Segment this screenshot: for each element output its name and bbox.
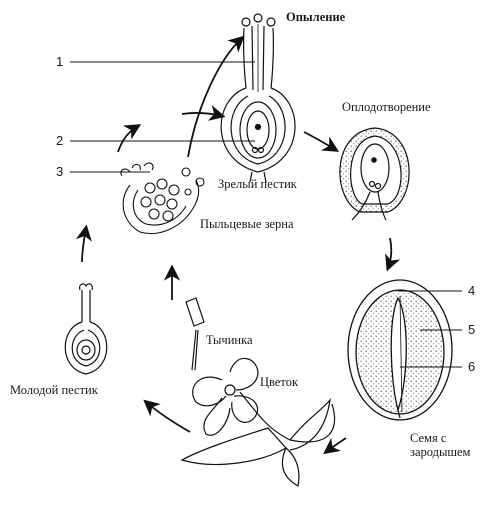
pollen-grains-drawing	[121, 163, 204, 234]
pollen-head	[254, 14, 262, 22]
young-pistil-drawing	[65, 284, 107, 374]
label-pollen-grains: Пыльцевые зерна	[200, 218, 294, 232]
arrow-pollen-up	[118, 126, 138, 152]
fertilization-ovule-drawing	[340, 128, 409, 220]
arrow-young-to-pollen	[82, 228, 86, 262]
label-seed: Семя с зародышем	[410, 432, 470, 460]
arrow-to-seed	[388, 238, 391, 268]
label-fertilization: Оплодотворение	[342, 101, 431, 115]
arrow-to-fertilization	[304, 132, 336, 150]
pollen-head	[242, 18, 250, 26]
arrow-to-mature-pistil	[182, 113, 222, 116]
mature-pistil-drawing	[221, 14, 295, 182]
number-3: 3	[56, 165, 63, 178]
label-pollination: Опыление	[286, 11, 345, 25]
pollen-head	[267, 18, 275, 26]
number-6: 6	[468, 360, 475, 373]
flower-drawing	[182, 358, 335, 486]
label-seed-line1: Семя с	[410, 432, 470, 446]
stamen-drawing	[186, 298, 204, 370]
number-1: 1	[56, 55, 63, 68]
number-4: 4	[468, 284, 475, 297]
arrow-to-flower	[326, 438, 346, 452]
label-mature-pistil: Зрелый пестик	[218, 178, 297, 192]
label-stamen: Тычинка	[206, 334, 253, 348]
arrow-to-young-pistil	[146, 402, 190, 432]
label-flower: Цветок	[260, 376, 298, 390]
seed-drawing	[348, 280, 452, 420]
arrow-to-pollination	[188, 38, 242, 157]
number-5: 5	[468, 323, 475, 336]
label-seed-line2: зародышем	[410, 446, 470, 460]
label-young-pistil: Молодой пестик	[10, 384, 98, 398]
number-2: 2	[56, 134, 63, 147]
